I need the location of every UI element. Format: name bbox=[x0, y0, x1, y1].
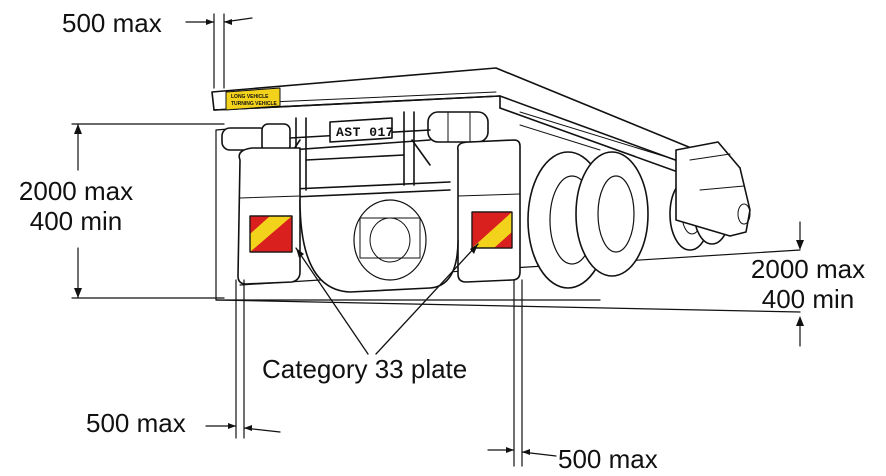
bottom-left-width-label: 500 max bbox=[86, 408, 186, 438]
rear-inner-wheels bbox=[299, 199, 459, 293]
top-width-dimension bbox=[185, 13, 253, 89]
left-height-max-label: 2000 max bbox=[18, 176, 134, 206]
left-category-33-plate bbox=[249, 215, 293, 253]
right-height-dimension bbox=[796, 221, 804, 347]
truck-cab bbox=[675, 141, 751, 237]
rear-sign-line1: LONG VEHICLE bbox=[231, 94, 269, 100]
rear-light-bar bbox=[221, 111, 489, 153]
plate-callout-leader bbox=[295, 243, 479, 355]
rear-sign-line2: TURNING VEHICLE bbox=[231, 101, 278, 107]
right-height-max-label: 2000 max bbox=[750, 254, 866, 284]
bottom-right-width-label: 500 max bbox=[558, 444, 658, 474]
number-plate-text: AST 017 bbox=[336, 125, 394, 140]
left-height-min-label: 400 min bbox=[29, 206, 123, 236]
right-mudguard bbox=[456, 139, 521, 283]
bottom-left-width-dimension bbox=[205, 279, 281, 439]
category-33-plate-label: Category 33 plate bbox=[262, 354, 468, 384]
number-plate: AST 017 bbox=[329, 117, 394, 143]
right-height-label: 2000 max 400 min bbox=[734, 254, 882, 314]
rear-sign: LONG VEHICLE TURNING VEHICLE bbox=[225, 87, 281, 111]
left-height-dimension bbox=[71, 123, 225, 299]
right-category-33-plate bbox=[471, 211, 513, 249]
left-height-label: 2000 max 400 min bbox=[6, 176, 146, 236]
bottom-right-width-dimension bbox=[487, 279, 557, 467]
right-height-min-label: 400 min bbox=[761, 284, 855, 314]
top-width-label: 500 max bbox=[62, 8, 162, 38]
